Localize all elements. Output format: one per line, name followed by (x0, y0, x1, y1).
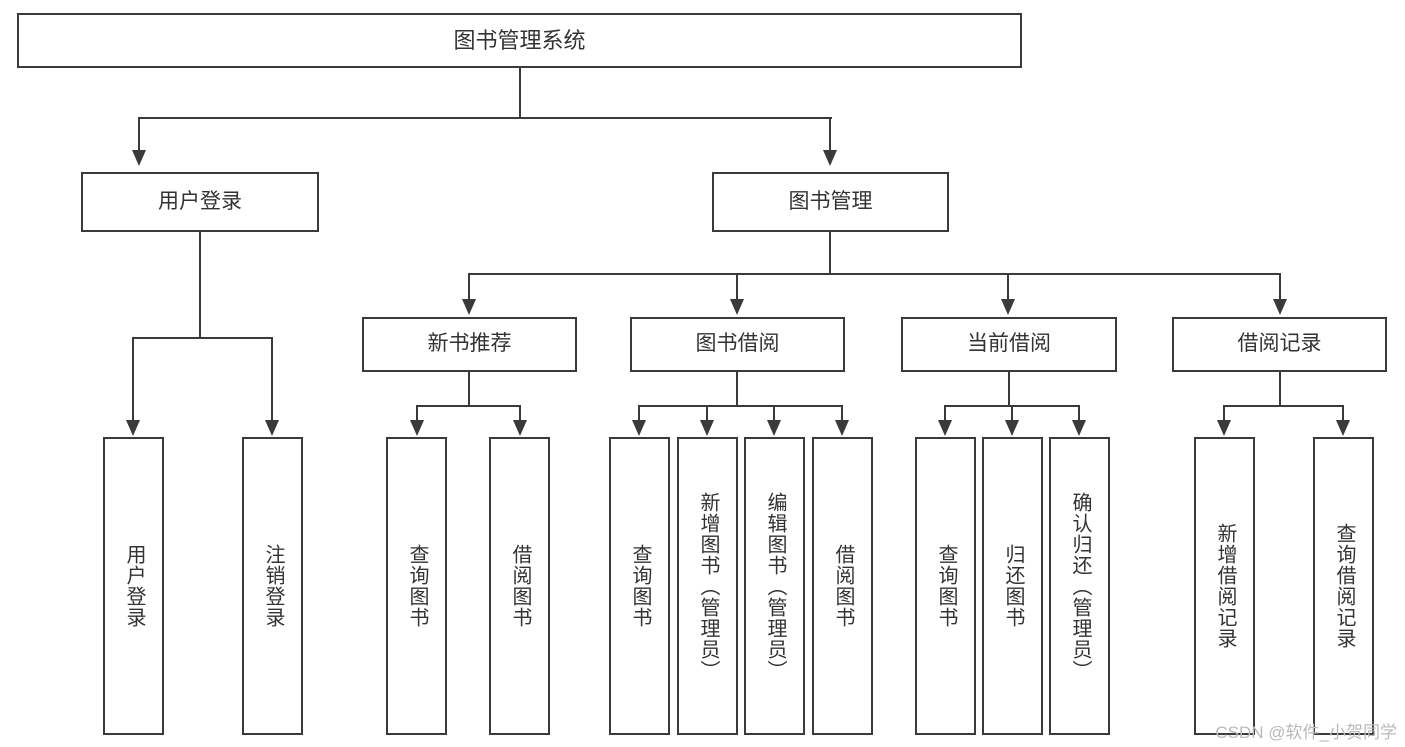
node-borrow-record[interactable]: 借阅记录 (1172, 317, 1387, 372)
connector-level2-bus (139, 117, 832, 119)
arrowhead-book-borrow (730, 299, 744, 315)
leaf-bb-query-book[interactable]: 查询图书 (609, 437, 670, 735)
connector-current-borrow-stem (1008, 372, 1010, 406)
arrowhead-br-2 (1336, 420, 1350, 436)
leaf-cb-return-book[interactable]: 归还图书 (982, 437, 1043, 735)
arrowhead-book-manage (823, 150, 837, 166)
leaf-logout[interactable]: 注销登录 (242, 437, 303, 735)
leaf-bb-borrow-book[interactable]: 借阅图书 (812, 437, 873, 735)
connector-drop-cb-2 (1011, 405, 1013, 421)
connector-drop-cb-1 (944, 405, 946, 421)
connector-book-borrow-stem (736, 372, 738, 406)
arrowhead-bb-3 (767, 420, 781, 436)
node-user-login[interactable]: 用户登录 (81, 172, 319, 232)
connector-drop-book-borrow (736, 273, 738, 300)
arrowhead-bb-2 (700, 420, 714, 436)
connector-drop-br-1 (1223, 405, 1225, 421)
connector-new-book-bus (417, 405, 521, 407)
leaf-nb-borrow-book[interactable]: 借阅图书 (489, 437, 550, 735)
arrowhead-cb-2 (1005, 420, 1019, 436)
node-book-manage[interactable]: 图书管理 (712, 172, 949, 232)
connector-user-login-stem (199, 232, 201, 338)
arrowhead-leaf-logout (265, 420, 279, 436)
node-new-book-recommend[interactable]: 新书推荐 (362, 317, 577, 372)
connector-drop-bb-4 (841, 405, 843, 421)
connector-book-manage-stem (829, 232, 831, 274)
node-root-system[interactable]: 图书管理系统 (17, 13, 1022, 68)
arrowhead-br-1 (1217, 420, 1231, 436)
connector-drop-leaf-logout (271, 337, 273, 421)
connector-user-login-bus (133, 337, 272, 339)
arrowhead-user-login (132, 150, 146, 166)
connector-drop-bb-3 (773, 405, 775, 421)
connector-new-book-stem (468, 372, 470, 406)
node-current-borrow[interactable]: 当前借阅 (901, 317, 1117, 372)
arrowhead-bb-4 (835, 420, 849, 436)
arrowhead-borrow-record (1273, 299, 1287, 315)
connector-drop-nb-1 (416, 405, 418, 421)
leaf-cb-query-book[interactable]: 查询图书 (915, 437, 976, 735)
connector-drop-user-login (138, 117, 140, 151)
leaf-br-query-record[interactable]: 查询借阅记录 (1313, 437, 1374, 735)
connector-drop-cb-3 (1078, 405, 1080, 421)
connector-borrow-record-stem (1279, 372, 1281, 406)
arrowhead-nb-1 (410, 420, 424, 436)
connector-drop-new-book (468, 273, 470, 300)
arrowhead-nb-2 (513, 420, 527, 436)
arrowhead-new-book (462, 299, 476, 315)
connector-drop-nb-2 (519, 405, 521, 421)
connector-root-stem (519, 68, 521, 118)
leaf-nb-query-book[interactable]: 查询图书 (386, 437, 447, 735)
leaf-user-login[interactable]: 用户登录 (103, 437, 164, 735)
arrowhead-current-borrow (1001, 299, 1015, 315)
arrowhead-leaf-user-login (126, 420, 140, 436)
leaf-bb-add-book-admin[interactable]: 新增图书（管理员） (677, 437, 738, 735)
connector-drop-bb-1 (638, 405, 640, 421)
connector-drop-current-borrow (1007, 273, 1009, 300)
connector-drop-book-manage (829, 117, 831, 151)
connector-level3-bus (469, 273, 1281, 275)
connector-drop-br-2 (1342, 405, 1344, 421)
arrowhead-bb-1 (632, 420, 646, 436)
connector-borrow-record-bus (1224, 405, 1344, 407)
arrowhead-cb-1 (938, 420, 952, 436)
leaf-bb-edit-book-admin[interactable]: 编辑图书（管理员） (744, 437, 805, 735)
connector-drop-bb-2 (706, 405, 708, 421)
leaf-br-add-record[interactable]: 新增借阅记录 (1194, 437, 1255, 735)
connector-drop-leaf-user-login (132, 337, 134, 421)
connector-drop-borrow-record (1279, 273, 1281, 300)
leaf-cb-confirm-return-admin[interactable]: 确认归还（管理员） (1049, 437, 1110, 735)
connector-book-borrow-bus (639, 405, 843, 407)
node-book-borrow[interactable]: 图书借阅 (630, 317, 845, 372)
arrowhead-cb-3 (1072, 420, 1086, 436)
